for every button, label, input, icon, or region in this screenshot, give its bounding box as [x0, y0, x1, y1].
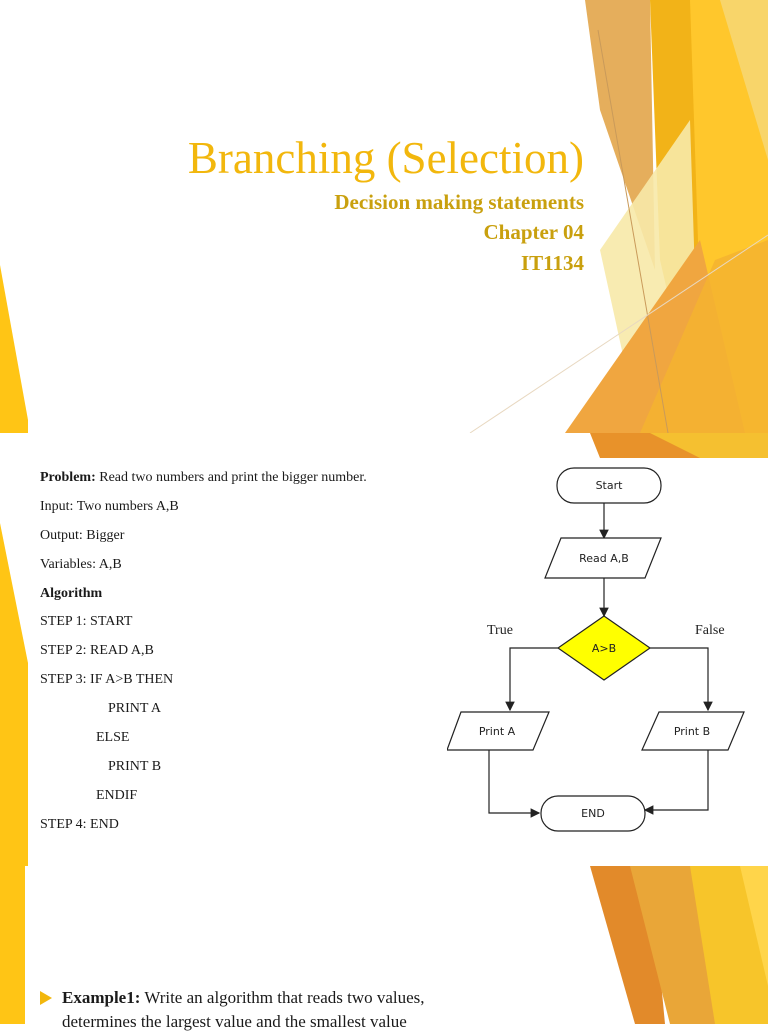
decision-diamond [556, 615, 652, 681]
bullet-arrow-icon [40, 991, 52, 1005]
subtitle-line-3: IT1134 [520, 251, 584, 275]
end-label: END [581, 807, 605, 820]
else-line: ELSE [96, 730, 130, 746]
arrow-true-branch [505, 647, 558, 712]
print-a-line: PRINT A [108, 701, 162, 717]
print-b-label: Print B [674, 725, 710, 738]
start-terminal [556, 467, 662, 504]
start-label: Start [596, 479, 624, 492]
false-label: False [695, 623, 725, 638]
algorithm-heading: Algorithm [40, 585, 103, 601]
problem-line: Problem: Read two numbers and print the … [40, 468, 440, 497]
title-slide: Branching (Selection) Decision making st… [0, 0, 768, 433]
slide1-decoration [0, 0, 768, 433]
step-4: STEP 4: END [40, 816, 119, 832]
read-label: Read A,B [579, 552, 629, 565]
subtitle-line-2: Chapter 04 [483, 220, 584, 244]
problem-label: Problem: [40, 470, 96, 485]
decision-label: A>B [592, 642, 616, 655]
step-1: STEP 1: START [40, 614, 133, 630]
input-line: Input: Two numbers A,B [40, 498, 179, 514]
subtitle-line-1: Decision making statements [334, 190, 584, 214]
slide2-decoration [0, 433, 768, 866]
print-a-label: Print A [479, 725, 516, 738]
flowchart-svg: Start Read A,B A>B True False Print A Pr… [446, 467, 745, 832]
arrow-printa-end [488, 750, 541, 818]
problem-text: Read two numbers and print the bigger nu… [95, 470, 367, 485]
print-a-io [446, 711, 550, 751]
step-2: STEP 2: READ A,B [40, 643, 154, 659]
slide3-decoration [0, 866, 768, 1024]
arrow-false-branch [650, 647, 713, 712]
example-bullet: Example1: Write an algorithm that reads … [40, 986, 482, 1034]
slide-title: Branching (Selection) [187, 133, 584, 183]
variables-line: Variables: A,B [40, 556, 122, 572]
output-line: Output: Bigger [40, 527, 125, 543]
algorithm-text: Problem: Read two numbers and print the … [40, 468, 440, 844]
print-b-line: PRINT B [108, 758, 162, 774]
end-terminal [540, 795, 646, 832]
step-3: STEP 3: IF A>B THEN [40, 672, 174, 688]
print-b-io [641, 711, 745, 751]
endif-line: ENDIF [96, 787, 138, 803]
read-io [544, 537, 662, 579]
example-slide [0, 866, 768, 1024]
arrow-printb-end [643, 750, 709, 815]
example-label: Example1: [62, 988, 141, 1007]
true-label: True [487, 623, 513, 638]
flowchart: Start Read A,B A>B True False Print A Pr… [446, 458, 747, 866]
